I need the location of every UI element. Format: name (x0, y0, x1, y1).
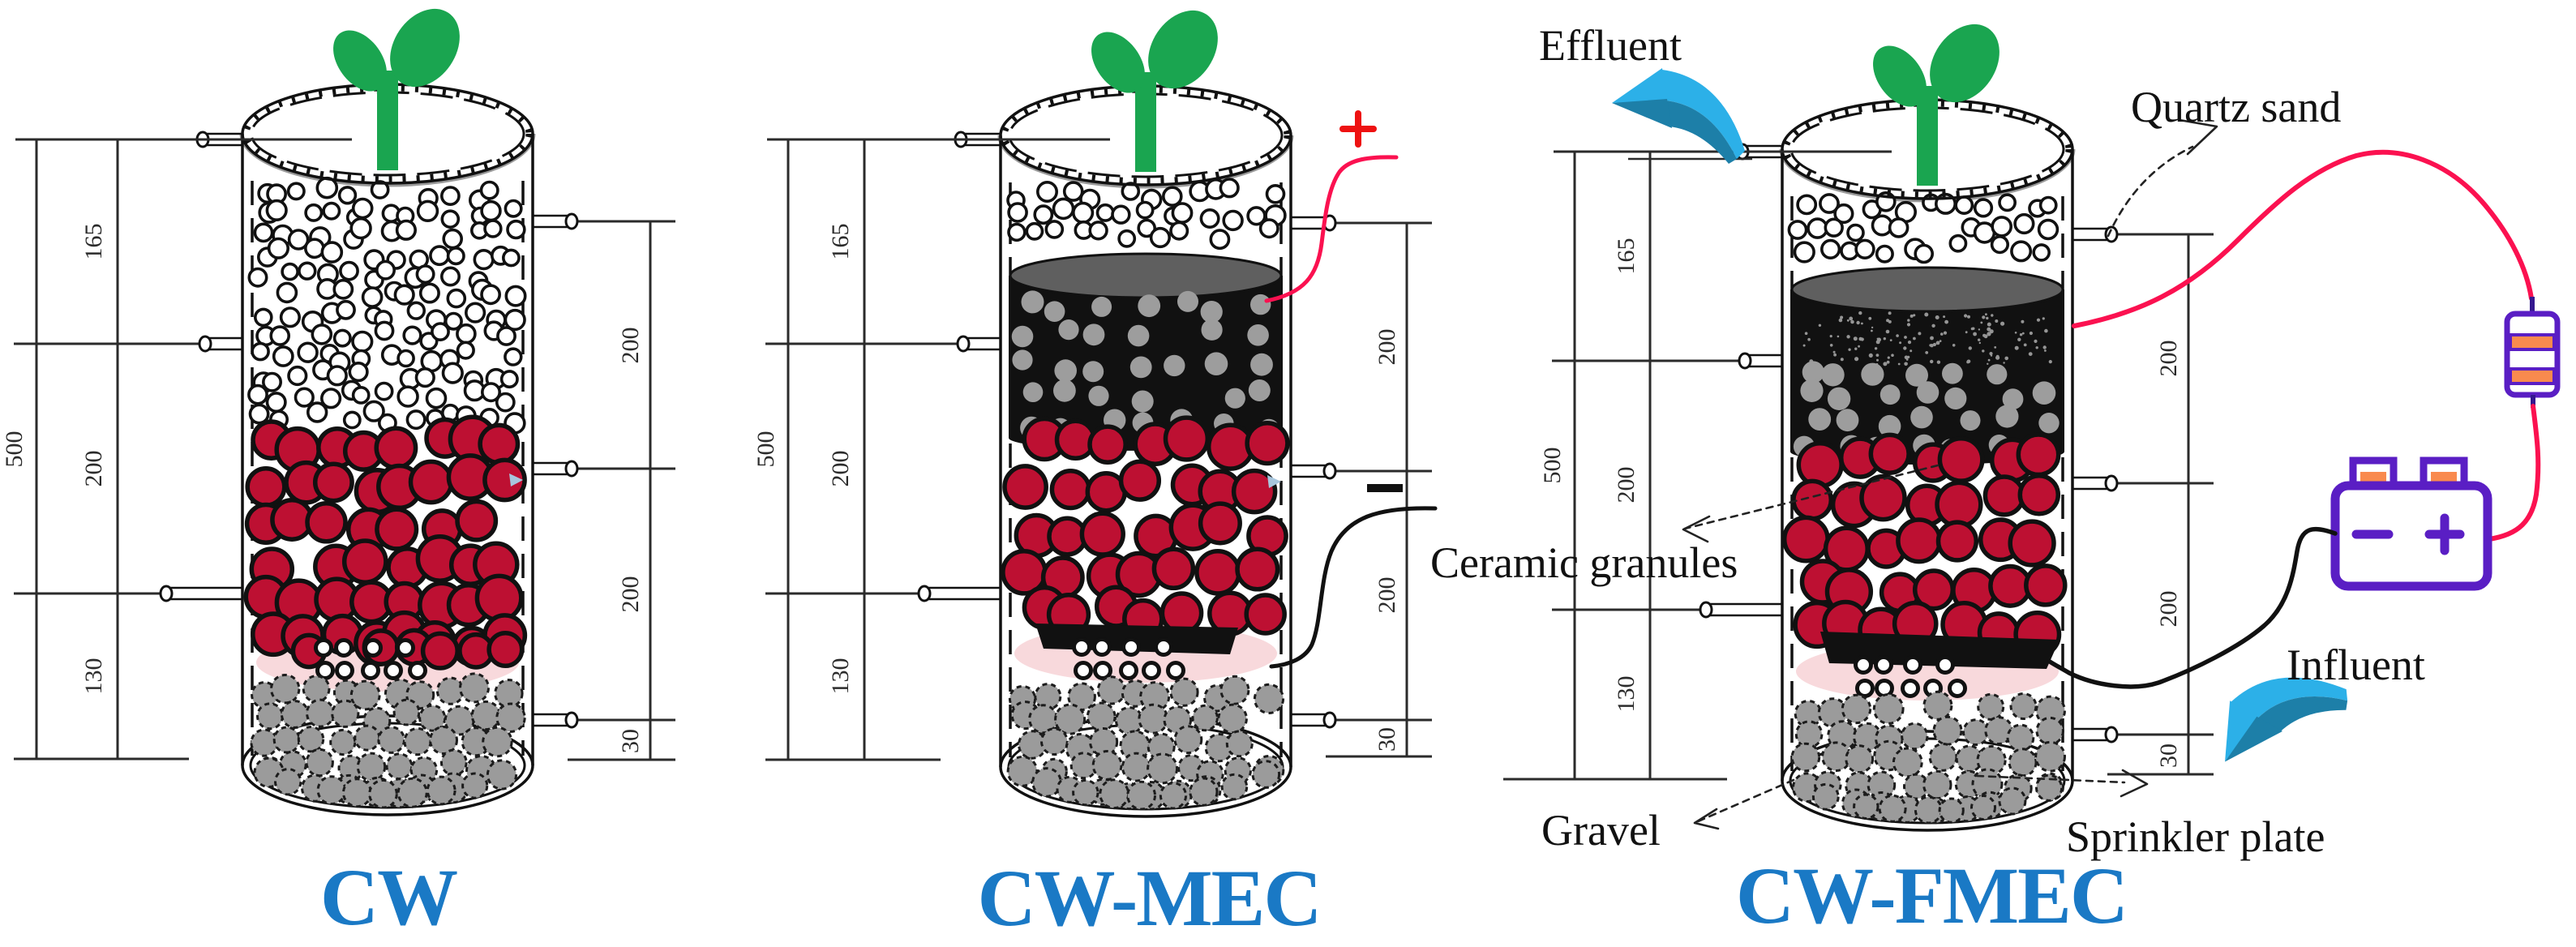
svg-text:500: 500 (1, 431, 28, 468)
svg-text:130: 130 (80, 658, 107, 695)
svg-text:200: 200 (2155, 591, 2182, 628)
svg-text:CW: CW (320, 852, 457, 942)
svg-text:200: 200 (827, 451, 854, 487)
svg-text:Effluent: Effluent (1539, 21, 1682, 70)
svg-text:500: 500 (1539, 448, 1566, 484)
svg-text:CW-FMEC: CW-FMEC (1736, 851, 2127, 941)
svg-text:Sprinkler plate: Sprinkler plate (2066, 812, 2325, 861)
svg-text:Ceramic granules: Ceramic granules (1430, 538, 1738, 587)
svg-text:165: 165 (827, 224, 854, 260)
svg-text:30: 30 (617, 729, 644, 753)
svg-text:200: 200 (80, 451, 107, 487)
svg-text:500: 500 (752, 431, 779, 468)
svg-text:200: 200 (617, 328, 644, 364)
svg-text:200: 200 (1374, 577, 1400, 614)
svg-text:165: 165 (80, 224, 107, 260)
svg-text:Gravel: Gravel (1541, 806, 1661, 855)
svg-text:200: 200 (1613, 467, 1639, 503)
svg-text:165: 165 (1613, 238, 1639, 275)
svg-text:200: 200 (2155, 341, 2182, 377)
svg-text:Influent: Influent (2287, 641, 2425, 689)
svg-text:CW-MEC: CW-MEC (977, 853, 1320, 943)
svg-text:30: 30 (2155, 743, 2182, 768)
svg-text:200: 200 (617, 576, 644, 613)
svg-text:200: 200 (1374, 329, 1400, 366)
svg-text:Quartz sand: Quartz sand (2131, 83, 2341, 131)
svg-text:130: 130 (1613, 676, 1639, 713)
svg-text:30: 30 (1374, 727, 1400, 752)
svg-text:130: 130 (827, 658, 854, 695)
